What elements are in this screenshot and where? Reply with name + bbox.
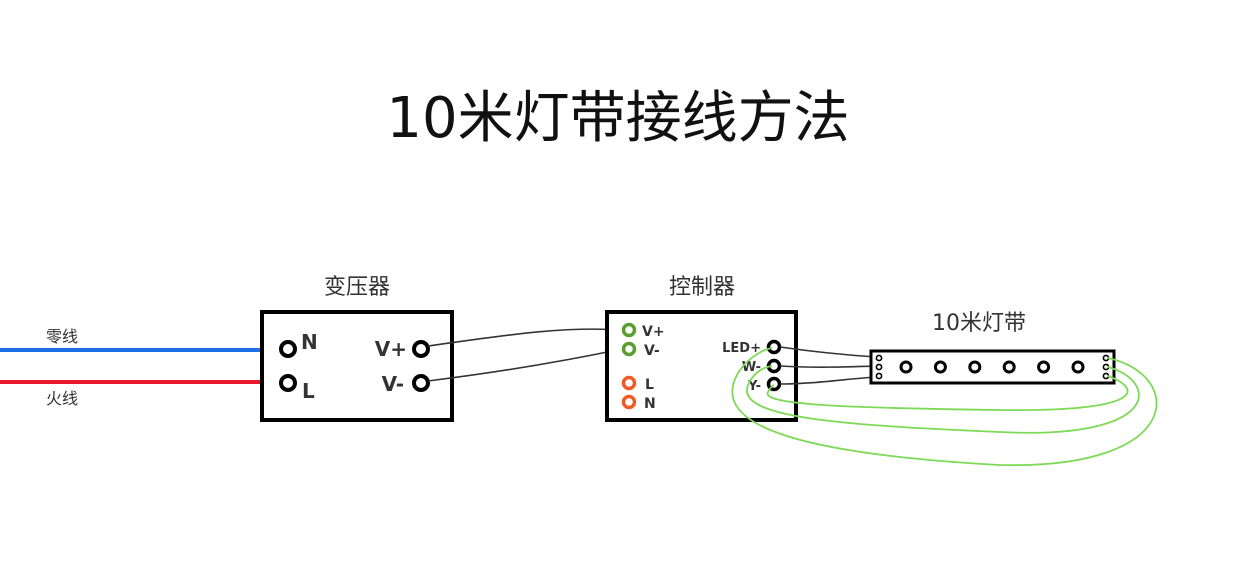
controller-caption: 控制器 xyxy=(669,275,735,300)
transformer-vminus-terminal xyxy=(412,374,430,392)
controller-wminus-label: W- xyxy=(742,360,761,375)
ledplus-lead xyxy=(779,346,877,358)
controller-vminus-terminal xyxy=(621,341,637,357)
strip-return-wires xyxy=(731,347,1158,466)
strip-input-pads xyxy=(875,354,883,380)
yminus-return-wire xyxy=(766,375,1129,411)
transformer-vplus-label: V+ xyxy=(375,337,407,361)
controller-yminus-label: Y- xyxy=(747,379,761,394)
transformer-l-label: L xyxy=(302,379,315,403)
controller-ledplus-label: LED+ xyxy=(722,341,761,356)
neutral-wire-label: 零线 xyxy=(46,327,78,346)
wminus-return-wire xyxy=(746,365,1140,434)
strip-input-pad xyxy=(875,363,883,371)
controller-n-terminal xyxy=(621,394,637,410)
vplus-lead xyxy=(427,328,623,347)
led-dot xyxy=(1037,360,1051,374)
strip-output-pads xyxy=(1102,354,1110,380)
strip-caption: 10米灯带 xyxy=(932,311,1026,336)
wminus-lead xyxy=(779,365,877,368)
diagram-title: 10米灯带接线方法 xyxy=(386,86,849,151)
led-dot xyxy=(1071,360,1085,374)
vminus-lead xyxy=(427,348,623,382)
led-dot xyxy=(968,360,982,374)
strip-input-pad xyxy=(875,372,883,380)
strip-output-pad xyxy=(1102,372,1110,380)
live-wire-label: 火线 xyxy=(46,389,78,408)
transformer-caption: 变压器 xyxy=(324,275,390,300)
led-dot xyxy=(899,360,913,374)
strip-output-pad xyxy=(1102,363,1110,371)
controller-n-label: N xyxy=(644,396,656,412)
led-dot xyxy=(933,360,947,374)
transformer-n-terminal xyxy=(279,340,297,358)
controller-l-label: L xyxy=(645,377,654,393)
transformer-vplus-terminal xyxy=(412,340,430,358)
controller-vplus-label: V+ xyxy=(642,324,665,340)
transformer-vminus-label: V- xyxy=(382,372,404,396)
led-dot xyxy=(1002,360,1016,374)
controller-vplus-terminal xyxy=(621,322,637,338)
controller-ledplus-terminal xyxy=(766,339,782,355)
ledplus-return-wire xyxy=(731,347,1158,466)
strip-input-pad xyxy=(875,354,883,362)
transformer-l-terminal xyxy=(279,374,297,392)
strip-output-pad xyxy=(1102,354,1110,362)
strip-leds xyxy=(899,360,1085,374)
controller-vminus-label: V- xyxy=(644,343,660,359)
yminus-lead xyxy=(779,376,877,385)
transformer-n-label: N xyxy=(301,330,318,354)
transformer-box xyxy=(260,310,454,422)
controller-l-terminal xyxy=(621,375,637,391)
